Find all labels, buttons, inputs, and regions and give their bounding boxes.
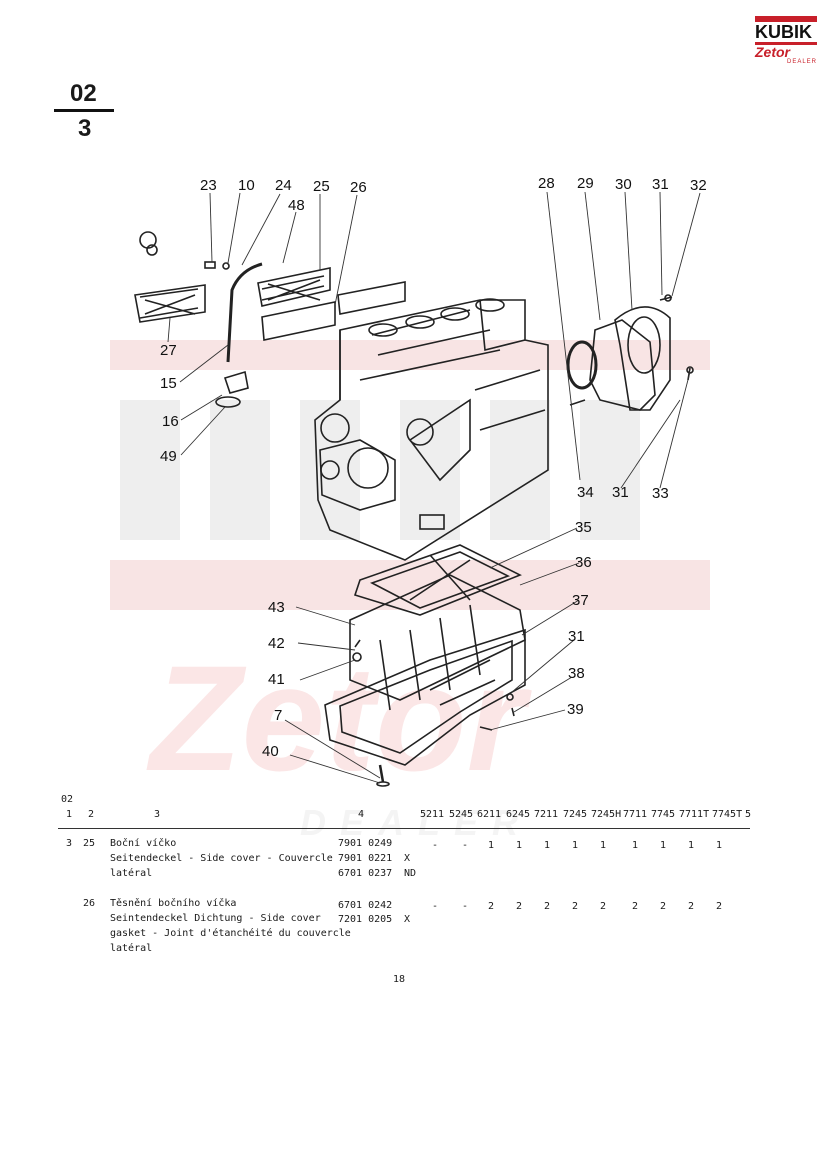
callout-49: 49 [160, 448, 177, 465]
callout-29: 29 [577, 175, 594, 192]
model-6211: 6211 [477, 809, 502, 820]
callout-30: 30 [615, 176, 632, 193]
col-num-1: 1 [66, 809, 73, 820]
callout-31-top: 31 [652, 176, 669, 193]
model-7245: 7245 [563, 809, 588, 820]
model-7745: 7745 [651, 809, 676, 820]
callout-34: 34 [577, 484, 594, 501]
section-major: 02 [70, 80, 97, 107]
row2-desc-1: Těsnění bočního víčka [110, 898, 237, 909]
page-number: 18 [393, 974, 406, 985]
model-5: 5 [745, 809, 752, 820]
callout-24: 24 [275, 177, 292, 194]
callout-39: 39 [567, 701, 584, 718]
model-5211: 5211 [420, 809, 445, 820]
col-num-4: 4 [358, 809, 365, 820]
col-num-3: 3 [154, 809, 161, 820]
row1-desc-1: Boční víčko [110, 838, 177, 849]
callout-31-low: 31 [568, 628, 585, 645]
row2-part-1: 6701 0242 [338, 900, 393, 911]
row2-mark-2: X [404, 914, 411, 925]
callout-10: 10 [238, 177, 255, 194]
row2-desc-2: Seintendeckel Dichtung - Side cover [110, 913, 321, 924]
table-rule [58, 828, 750, 829]
model-5245: 5245 [449, 809, 474, 820]
row1-item: 25 [83, 838, 96, 849]
callout-42: 42 [268, 635, 285, 652]
model-7245H: 7245H [591, 809, 622, 820]
callout-15: 15 [160, 375, 177, 392]
row1-desc-2: Seitendeckel - Side cover - Couvercle [110, 853, 333, 864]
callout-27: 27 [160, 342, 177, 359]
section-minor: 3 [78, 115, 92, 142]
row2-part-2: 7201 0205 [338, 914, 393, 925]
callout-16: 16 [162, 413, 179, 430]
row1-pos: 3 [66, 838, 73, 849]
callout-32: 32 [690, 177, 707, 194]
model-7211: 7211 [534, 809, 559, 820]
section-divider [54, 109, 114, 112]
callout-48: 48 [288, 197, 305, 214]
row2-desc-4: latéral [110, 943, 153, 954]
callout-41: 41 [268, 671, 285, 688]
callout-43: 43 [268, 599, 285, 616]
kubik-zetor-logo: KUBIK Zetor DEALER [755, 16, 817, 74]
engine-block-diagram [134, 191, 701, 787]
row2-item: 26 [83, 898, 96, 909]
table-group: 02 [61, 794, 74, 805]
row1-part-2: 7901 0221 [338, 853, 393, 864]
logo-mid-bar [755, 42, 817, 45]
row1-desc-3: latéral [110, 868, 153, 879]
callout-28: 28 [538, 175, 555, 192]
row1-mark-3: ND [404, 868, 417, 879]
callout-33: 33 [652, 485, 669, 502]
model-7711T: 7711T [679, 809, 710, 820]
logo-brand: KUBIK [755, 22, 812, 42]
callout-31-mid: 31 [612, 484, 629, 501]
callout-25: 25 [313, 178, 330, 195]
callout-35: 35 [575, 519, 592, 536]
logo-dealer: DEALER [786, 59, 817, 65]
watermark-sub: Zetor [146, 634, 533, 802]
callout-7: 7 [274, 707, 283, 724]
row1-mark-2: X [404, 853, 411, 864]
logo-top-bar [755, 16, 817, 22]
model-7745T: 7745T [712, 809, 743, 820]
watermark-dealer: DEALER [300, 802, 532, 843]
row2-desc-3: gasket - Joint d'étanchéité du couvercle [110, 928, 351, 939]
row1-part-3: 6701 0237 [338, 868, 393, 879]
row1-part-1: 7901 0249 [338, 838, 393, 849]
callout-38: 38 [568, 665, 585, 682]
model-7711: 7711 [623, 809, 648, 820]
callout-37: 37 [572, 592, 589, 609]
model-6245: 6245 [506, 809, 531, 820]
callout-40: 40 [262, 743, 279, 760]
col-num-2: 2 [88, 809, 95, 820]
callout-23: 23 [200, 177, 217, 194]
callout-36: 36 [575, 554, 592, 571]
callout-26: 26 [350, 179, 367, 196]
logo-sub: Zetor [755, 44, 790, 60]
